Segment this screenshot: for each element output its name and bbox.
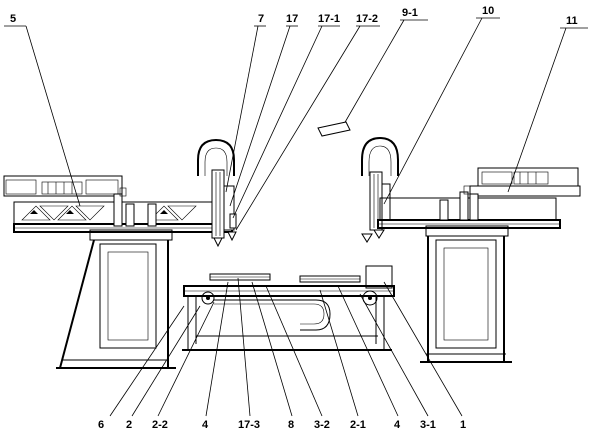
label-2-2: 2-2 [152, 419, 168, 431]
part-labels: 5 7 17 17-1 17-2 9-1 10 11 6 2 2-2 4 17-… [10, 5, 578, 431]
right-welding-head [361, 136, 399, 243]
leader-lines [4, 17, 588, 417]
label-17-1: 17-1 [318, 13, 340, 25]
label-17-2: 17-2 [356, 13, 378, 25]
label-11: 11 [566, 15, 578, 27]
label-1: 1 [460, 419, 466, 431]
label-6: 6 [98, 419, 104, 431]
label-9-1: 9-1 [402, 7, 418, 19]
left-welding-head [197, 138, 237, 248]
label-10: 10 [482, 5, 494, 17]
truss-triangles [21, 205, 197, 221]
label-17: 17 [286, 13, 298, 25]
label-4-right: 4 [394, 419, 401, 431]
label-2-1: 2-1 [350, 419, 366, 431]
label-7: 7 [258, 13, 264, 25]
label-3-1: 3-1 [420, 419, 436, 431]
right-workbench [377, 167, 581, 363]
label-17-3: 17-3 [238, 419, 260, 431]
label-3-2: 3-2 [314, 419, 330, 431]
left-workbench [3, 175, 233, 369]
label-2: 2 [126, 419, 132, 431]
center-carriage [182, 265, 395, 351]
label-8: 8 [288, 419, 294, 431]
label-5: 5 [10, 13, 16, 25]
label-4-left: 4 [202, 419, 209, 431]
